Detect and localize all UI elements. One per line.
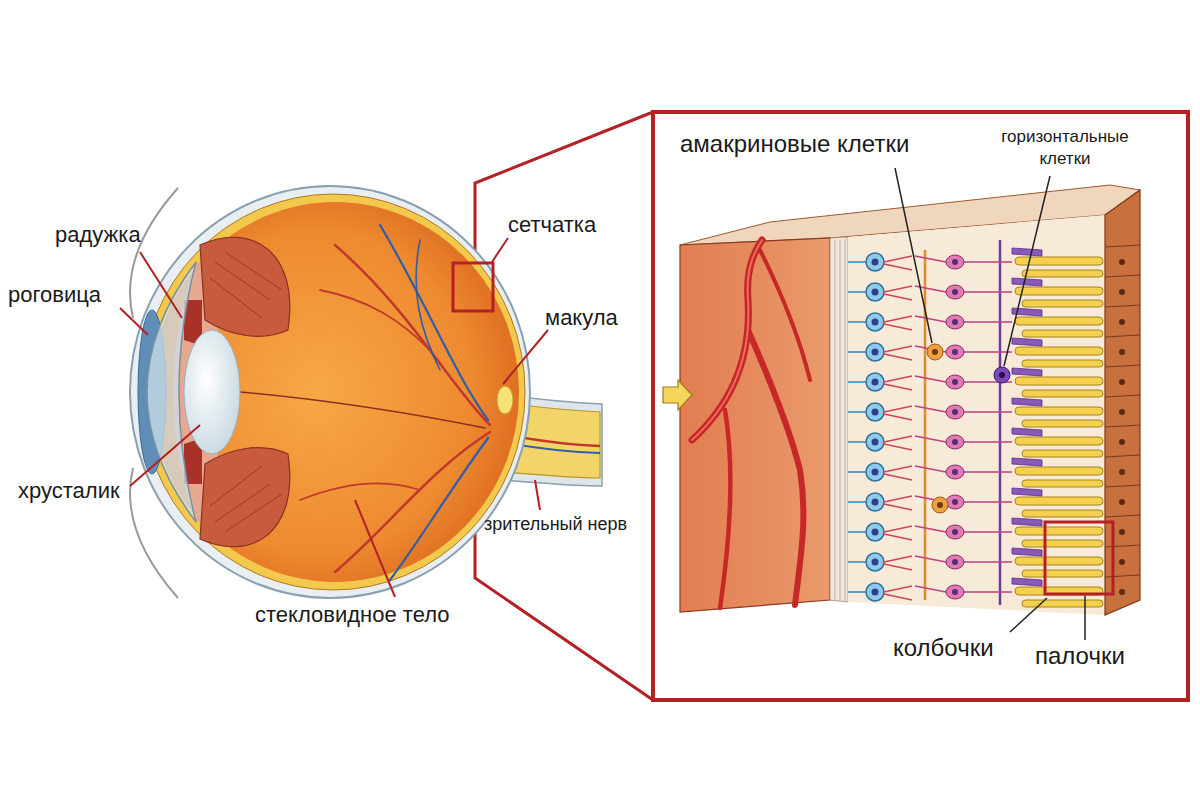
vein	[380, 225, 488, 420]
part-label: радужка	[55, 222, 141, 247]
cell-row	[848, 305, 1140, 337]
vein	[390, 438, 488, 580]
cell-row	[848, 245, 1140, 277]
tissue-vessels	[692, 240, 810, 608]
inset-leaders	[895, 168, 1085, 640]
leader-lines	[120, 238, 548, 597]
vitreous-body	[151, 202, 519, 582]
vessel	[748, 330, 803, 605]
photoreceptor-square	[1045, 522, 1113, 594]
membrane-lines	[835, 239, 845, 601]
cell-row	[848, 275, 1140, 307]
leader-line	[1004, 176, 1050, 366]
zoom-square	[453, 263, 493, 311]
cell-row	[848, 455, 1140, 487]
vessel	[760, 250, 810, 380]
leader-line	[120, 308, 148, 335]
artery	[335, 432, 490, 572]
part-label: колбочки	[893, 634, 994, 662]
inset-frame	[653, 112, 1188, 700]
sclera	[130, 186, 530, 598]
cell-nucleus	[999, 372, 1005, 378]
cell-row	[848, 395, 1140, 427]
horizontal-cell	[994, 367, 1010, 383]
horizontal-process	[999, 240, 1002, 605]
part-label: роговица	[8, 282, 101, 307]
hyaloid-line	[240, 392, 485, 428]
part-label: сетчатка	[508, 212, 596, 237]
part-label: палочки	[1035, 642, 1125, 670]
light-arrow	[663, 380, 692, 410]
ciliary-ribs	[210, 252, 282, 318]
limiting-membrane	[830, 237, 848, 602]
cell-row	[848, 335, 1140, 367]
pigment-epithelium	[1105, 190, 1140, 615]
part-label: макула	[545, 305, 618, 330]
amacrine-cell	[927, 344, 943, 360]
cell-row	[848, 425, 1140, 457]
vascular-layer	[680, 238, 830, 612]
choroid	[141, 194, 525, 590]
amacrine-cell	[932, 497, 948, 513]
lens	[184, 330, 240, 454]
vein	[416, 240, 440, 370]
leader-line	[492, 238, 508, 262]
ciliary-ribs	[210, 466, 282, 532]
ciliary-body	[200, 237, 290, 336]
cell-row	[848, 545, 1140, 577]
part-label: амакриновые клетки	[680, 130, 909, 158]
leader-line	[1084, 596, 1086, 640]
part-label: зрительный нерв	[484, 514, 627, 535]
leader-line	[535, 480, 540, 510]
ciliary-body	[200, 448, 290, 547]
leader-line	[1010, 598, 1047, 632]
artery	[320, 290, 430, 350]
macula	[497, 386, 513, 414]
leader-line	[895, 168, 932, 343]
artery	[300, 483, 420, 500]
cell-row	[848, 575, 1140, 607]
vessel	[720, 410, 730, 608]
leader-line	[503, 330, 548, 384]
leader-line	[355, 500, 395, 597]
cell-row	[848, 365, 1140, 397]
part-label: хрусталик	[18, 478, 120, 503]
cell-nucleus	[932, 349, 938, 355]
leader-line	[140, 252, 182, 318]
part-label: горизонтальные клетки	[985, 126, 1145, 170]
vessel-highlight	[692, 240, 762, 440]
cell-row	[848, 485, 1140, 517]
cell-nucleus	[937, 502, 943, 508]
cell-row	[848, 515, 1140, 547]
leader-line	[130, 425, 200, 486]
part-label: стекловидное тело	[255, 602, 449, 627]
